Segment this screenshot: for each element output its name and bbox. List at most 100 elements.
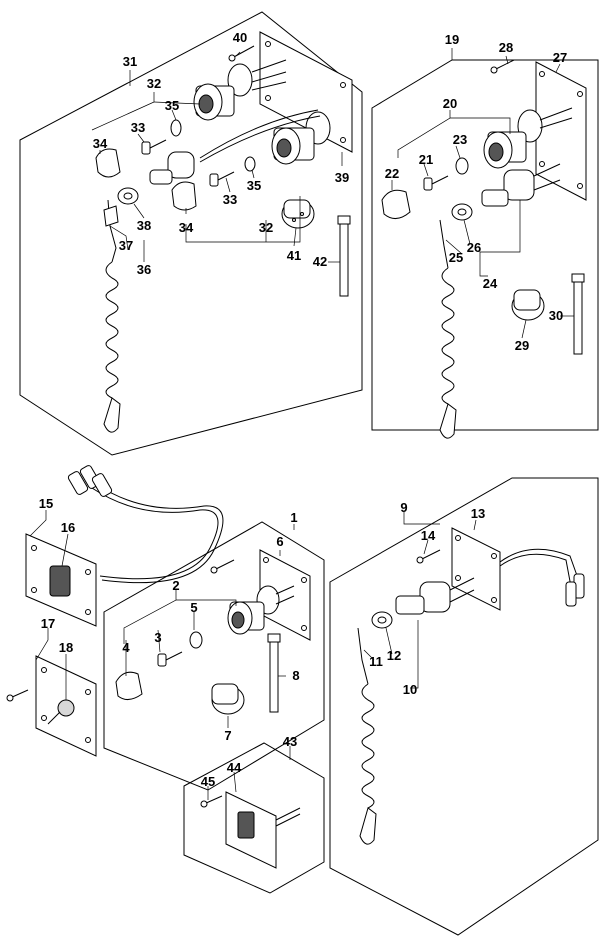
callout-37: 37 [119,238,133,253]
lanyard-11 [357,627,377,845]
stop-switch-body [149,151,195,185]
bezel-4 [115,671,143,700]
cap-7 [211,683,245,715]
screw-1 [210,559,235,574]
screw-14 [416,549,441,564]
panel-18 [35,655,97,757]
stop-plate-37 [103,205,119,227]
bezel-22 [381,189,411,219]
callout-19: 19 [445,32,459,47]
callout-3: 3 [154,630,161,645]
callout-30: 30 [549,308,563,323]
callout-35-lower: 35 [247,178,261,193]
callout-22: 22 [385,166,399,181]
cable-tie-8 [267,633,281,713]
cable-tie-42 [337,215,351,297]
callout-31: 31 [123,54,137,69]
callout-17: 17 [41,616,55,631]
stop-switch-10 [395,577,475,615]
callout-25: 25 [449,250,463,265]
screw-28 [490,59,515,74]
callout-12: 12 [387,648,401,663]
callout-2: 2 [172,578,179,593]
callout-8: 8 [292,668,299,683]
callout-41: 41 [287,248,301,263]
callout-40: 40 [233,30,247,45]
callout-23: 23 [453,132,467,147]
screw-45 [200,795,223,808]
cover-35-lower [244,156,256,172]
kit-43-panel [183,742,325,894]
nut-12 [371,611,393,629]
harness-15 [67,465,224,584]
callout-39: 39 [335,170,349,185]
mounting-plate-27 [535,61,587,201]
kit-9-panel [329,477,599,936]
callout-6: 6 [276,534,283,549]
bezel-34-lower [171,181,197,211]
callout-33-upper: 33 [131,120,145,135]
callout-38: 38 [137,218,151,233]
cover-23 [455,157,469,175]
callout-33-lower: 33 [223,192,237,207]
callout-9: 9 [400,500,407,515]
callout-14: 14 [421,528,436,543]
ignition-switch-upper [193,59,287,121]
callout-18: 18 [59,640,73,655]
callout-36: 36 [137,262,151,277]
callout-35-upper: 35 [165,98,179,113]
callout-15: 15 [39,496,53,511]
callout-45: 45 [201,774,215,789]
callout-26: 26 [467,240,481,255]
callout-42: 42 [313,254,327,269]
switch-20 [483,107,573,169]
lanyard-36 [103,199,121,433]
callout-10: 10 [403,682,417,697]
callout-16: 16 [61,520,75,535]
callout-labels: 31 32 35 33 34 40 39 35 33 34 32 38 37 3… [39,30,567,789]
mounting-plate-13 [451,527,501,611]
callout-24: 24 [483,276,498,291]
switch-44 [225,791,301,869]
screw-40 [228,45,255,62]
callout-7: 7 [224,728,231,743]
callout-34-upper: 34 [93,136,108,151]
callout-43: 43 [283,734,297,749]
callout-28: 28 [499,40,513,55]
stop-switch-24 [481,163,561,207]
callout-21: 21 [419,152,433,167]
cap-29 [511,289,545,321]
lanyard-25 [439,219,457,439]
cover-5 [189,631,203,649]
switch-2 [227,585,295,635]
callout-4: 4 [122,640,130,655]
callout-13: 13 [471,506,485,521]
cap-41 [281,199,315,229]
kit-1-panel [103,521,325,791]
callout-34-lower: 34 [179,220,194,235]
callout-32-upper: 32 [147,76,161,91]
nut-38 [117,187,139,205]
callout-5: 5 [190,600,197,615]
screw-17 [6,689,29,702]
bezel-34-upper [95,148,121,178]
key-33-upper [141,139,167,155]
key-21 [423,175,449,191]
ignition-switch-lower [199,109,331,165]
callout-29: 29 [515,338,529,353]
callout-20: 20 [443,96,457,111]
callout-27: 27 [553,50,567,65]
kit-19-panel [371,59,599,431]
nut-26 [451,203,473,221]
callout-32-lower: 32 [259,220,273,235]
key-3 [157,651,183,667]
kit-31-panel [19,11,363,456]
callout-44: 44 [227,760,242,775]
cable-tie-30 [571,273,585,355]
callout-1: 1 [290,510,297,525]
panel-16 [25,533,97,627]
callout-11: 11 [369,654,383,669]
key-33-lower [209,171,235,187]
